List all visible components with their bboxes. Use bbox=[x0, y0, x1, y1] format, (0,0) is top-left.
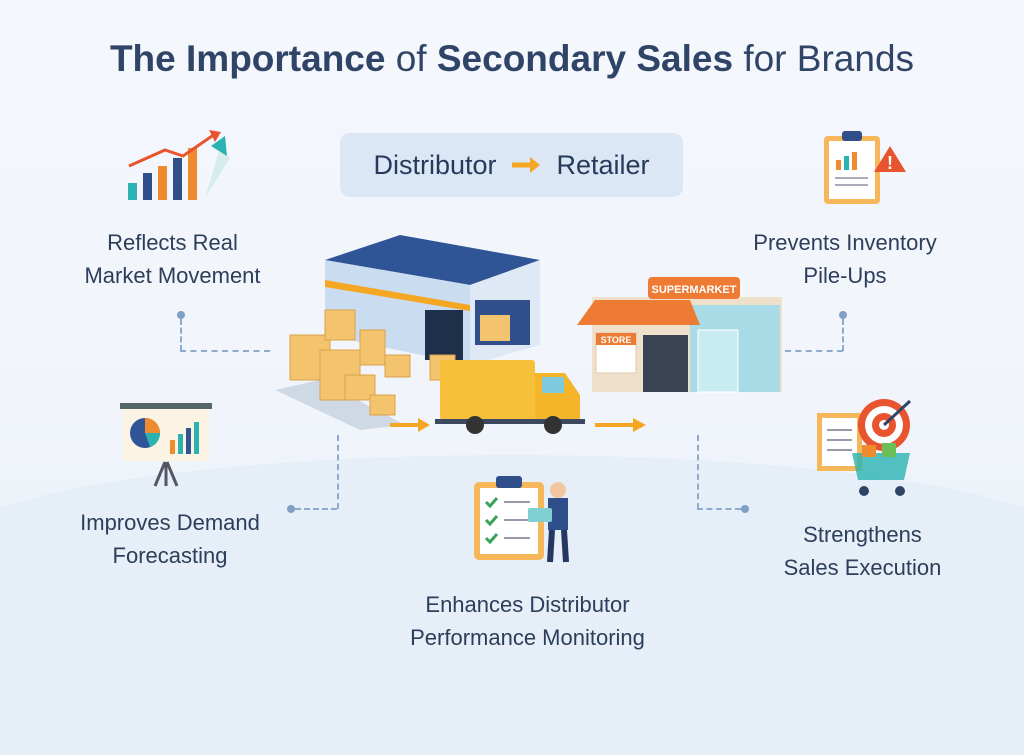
connector-line bbox=[785, 350, 843, 352]
flow-from: Distributor bbox=[373, 149, 497, 180]
distributor-retailer-flow: Distributor Retailer bbox=[340, 133, 683, 197]
connector-line bbox=[295, 508, 337, 510]
connector-dot bbox=[177, 311, 185, 319]
connector-line bbox=[180, 319, 182, 351]
supermarket-sign: SUPERMARKET bbox=[652, 284, 737, 296]
connector-dot bbox=[839, 311, 847, 319]
target-cart-icon bbox=[817, 399, 912, 496]
connector-dot bbox=[741, 505, 749, 513]
connector-line bbox=[697, 508, 741, 510]
page-title: The Importance of Secondary Sales for Br… bbox=[109, 38, 915, 79]
presentation-board-icon bbox=[120, 403, 212, 487]
store-sign: STORE bbox=[601, 335, 632, 345]
flow-to: Retailer bbox=[556, 149, 650, 180]
arrow-right-icon bbox=[512, 157, 541, 173]
connector-line bbox=[180, 350, 270, 352]
connector-line bbox=[337, 435, 339, 509]
clipboard-warning-icon: ! bbox=[824, 131, 906, 204]
growth-chart-icon bbox=[128, 130, 230, 200]
connector-dot bbox=[287, 505, 295, 513]
connector-line bbox=[842, 319, 844, 351]
supply-chain-illustration: SUPERMARKET STORE bbox=[275, 235, 782, 434]
checklist-person-icon bbox=[474, 476, 569, 563]
connector-line bbox=[697, 435, 699, 509]
svg-text:!: ! bbox=[887, 153, 893, 173]
